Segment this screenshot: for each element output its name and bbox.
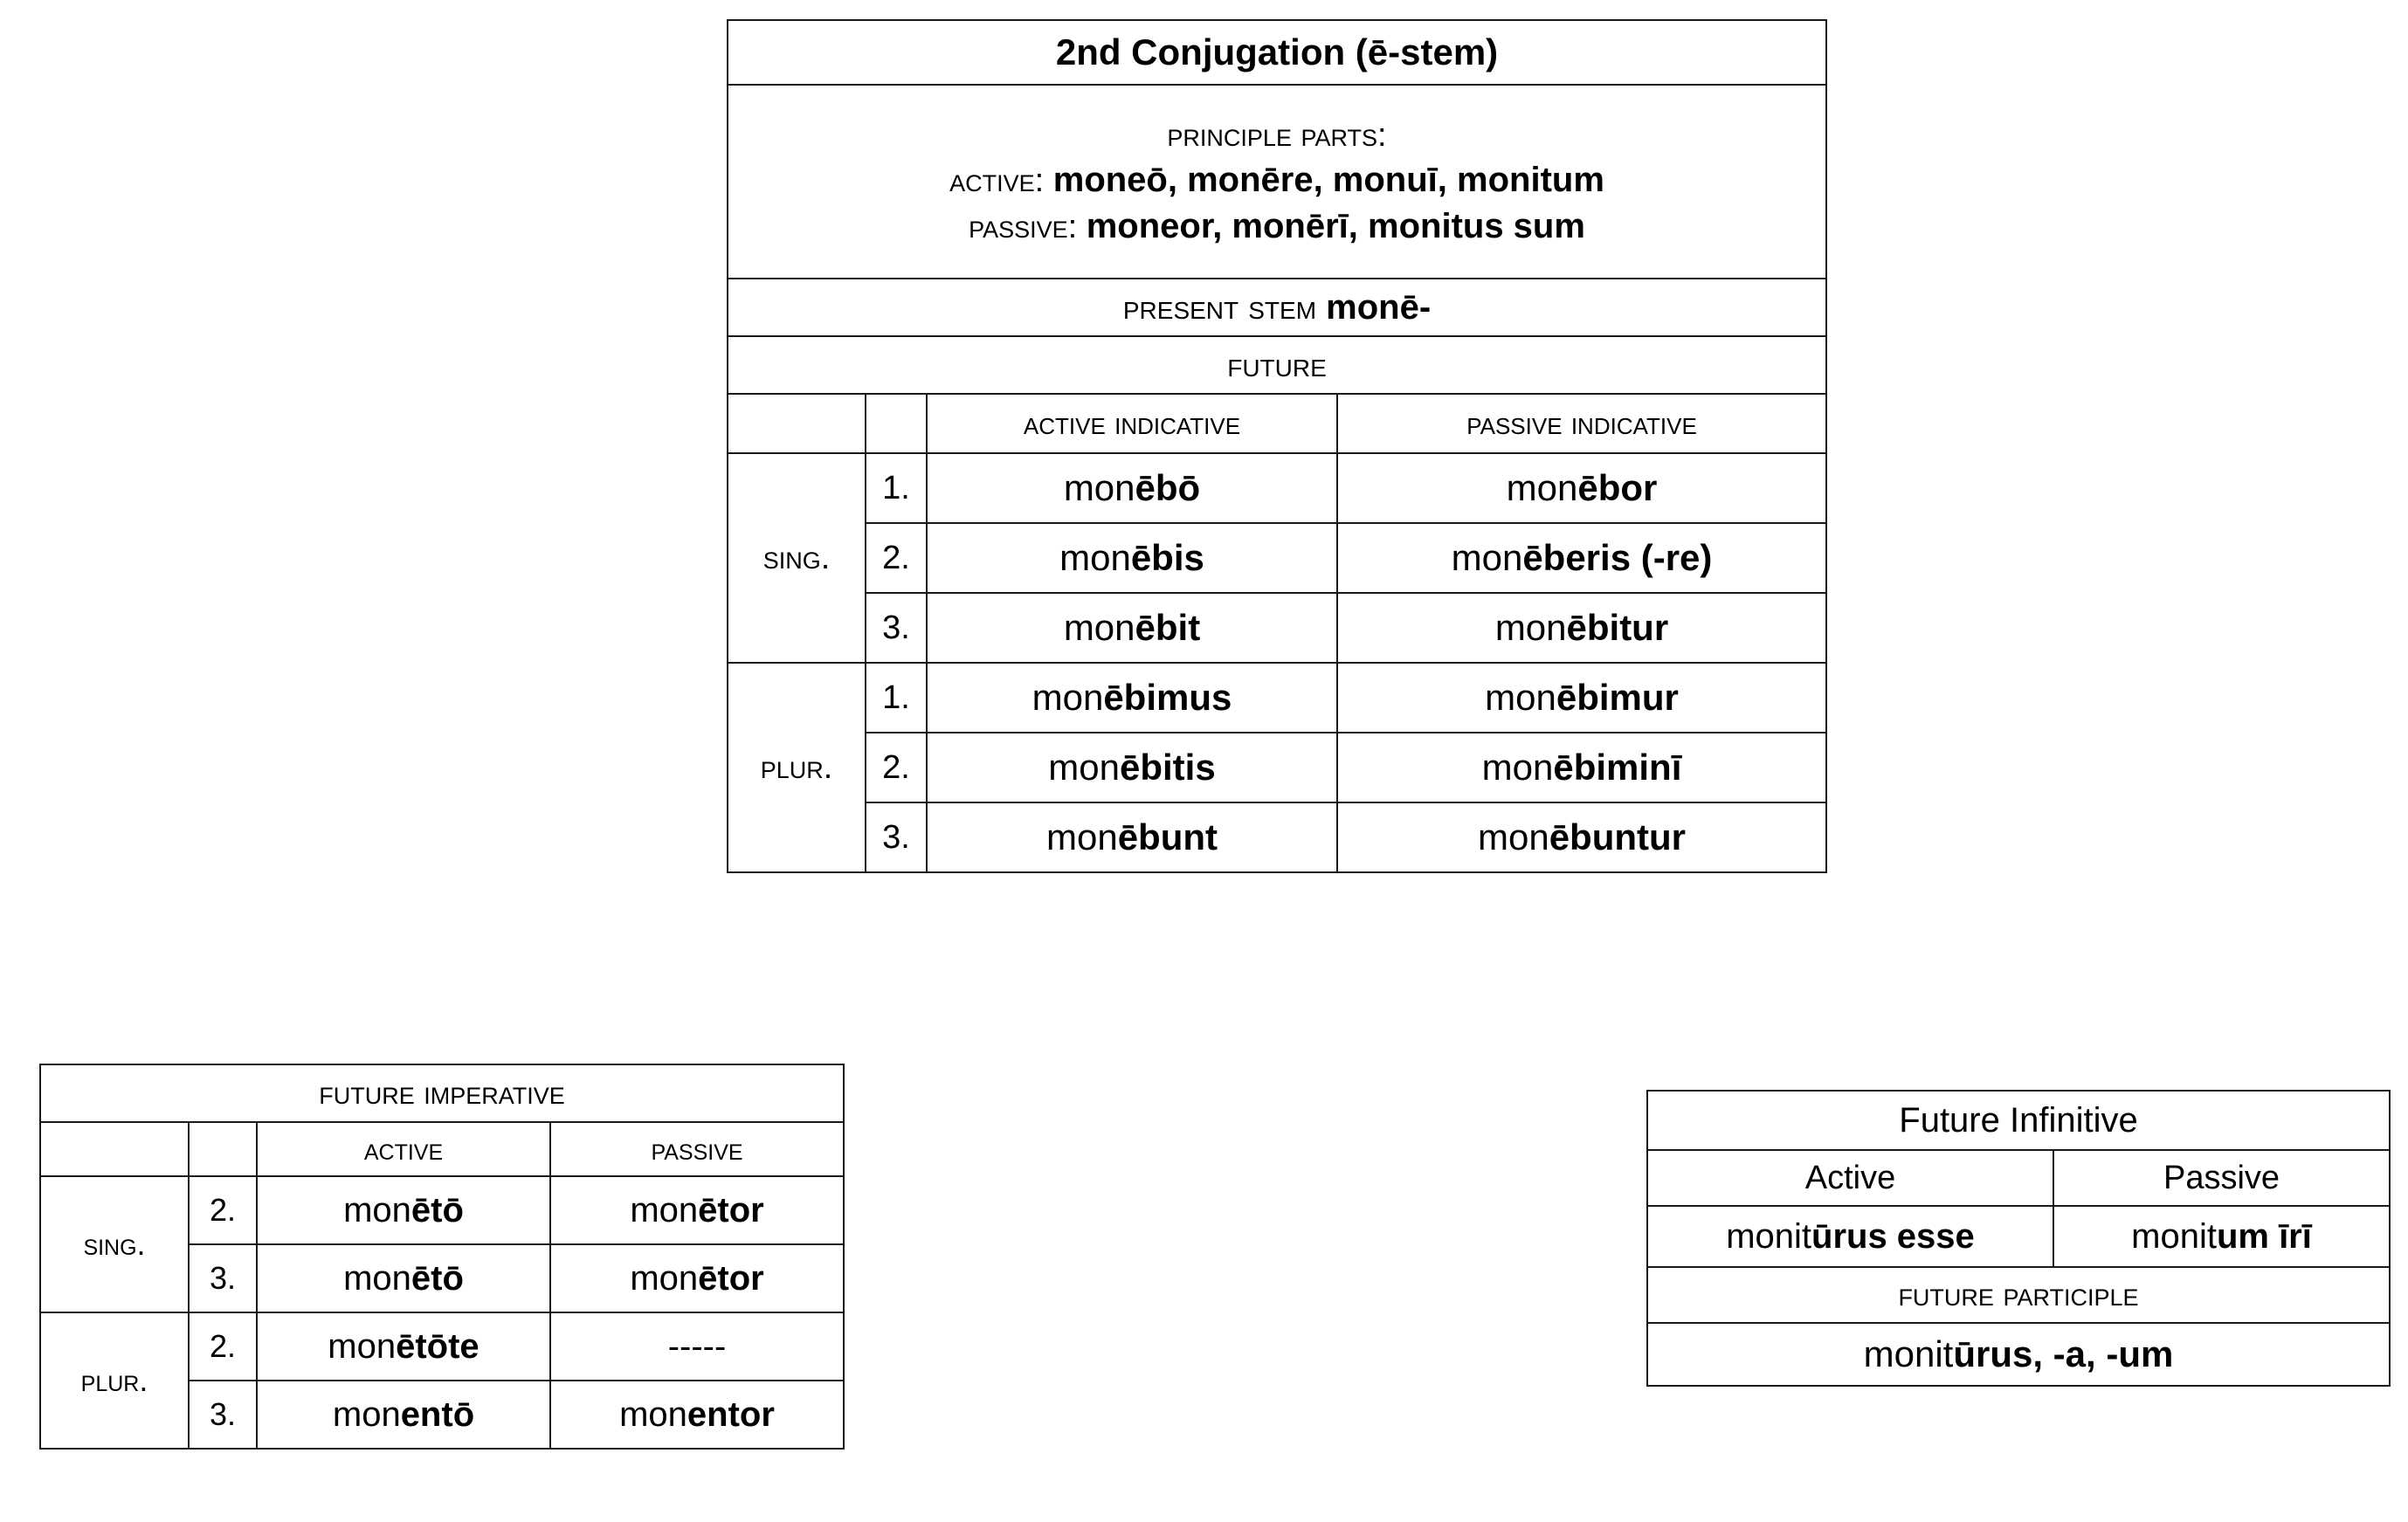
active-label: Active:	[949, 162, 1045, 200]
form-passive-indicative: monēbitur	[1335, 592, 1828, 664]
corner-cell-empty	[727, 393, 866, 454]
person-number: 3.	[188, 1243, 258, 1313]
table-row-tense: Future	[726, 335, 1828, 395]
table-row: 3. monēbunt monēbuntur	[728, 802, 1828, 873]
table-row: 2. monēbis monēberis (-re)	[728, 522, 1828, 594]
page-title: 2nd Conjugation (ē-stem)	[726, 19, 1828, 86]
person-number: 1.	[865, 662, 928, 733]
table-row-column-headers: Active Passive	[39, 1121, 845, 1177]
table-row: 3. monēbit monēbitur	[728, 592, 1828, 664]
table-row: Sing. 1. monēbō monēbor	[727, 452, 1828, 664]
form-active-imperative: monētōte	[256, 1312, 551, 1381]
form-passive-imperative: monentor	[549, 1380, 845, 1450]
participle-heading: Future Participle	[1646, 1266, 2391, 1324]
tense-heading: Future	[726, 335, 1828, 395]
imperative-title: Future Imperative	[38, 1064, 845, 1123]
form-active-indicative: monēbit	[926, 592, 1338, 664]
table-row: 3. monentō monentor	[40, 1380, 845, 1450]
person-number: 2.	[865, 522, 928, 594]
present-stem-label: Present Stem	[1122, 287, 1317, 327]
corner-cell-number	[865, 393, 928, 454]
form-active-indicative: monēbunt	[926, 802, 1338, 873]
table-row: monitūrus esse monitum īrī	[1646, 1205, 2391, 1268]
form-passive-indicative: monēbuntur	[1335, 802, 1828, 873]
form-active-indicative: monēbō	[926, 452, 1338, 524]
form-passive-imperative-none: -----	[549, 1312, 845, 1381]
form-passive-infinitive: monitum īrī	[2053, 1205, 2391, 1268]
column-header-passive: Passive	[549, 1121, 845, 1177]
person-number: 3.	[865, 592, 928, 664]
principle-parts-cell: Principle Parts: Active: moneō, monēre, …	[726, 84, 1828, 279]
table-row-column-headers: Active Passive	[1646, 1149, 2391, 1207]
form-passive-imperative: monētor	[549, 1175, 845, 1245]
principle-parts-heading: Principle Parts:	[1167, 116, 1387, 154]
future-indicative-table: 2nd Conjugation (ē-stem) Principle Parts…	[726, 19, 1828, 873]
column-header-active: Active	[256, 1121, 551, 1177]
table-row-title: Future Infinitive	[1646, 1090, 2391, 1151]
form-future-participle: monitūrus, -a, -um	[1646, 1322, 2391, 1387]
table-row: 2. monēbitis monēbiminī	[728, 732, 1828, 803]
table-row-column-headers: Active Indicative Passive Indicative	[727, 393, 1828, 454]
form-active-indicative: monēbimus	[926, 662, 1338, 733]
person-number: 1.	[865, 452, 928, 524]
corner-cell-empty	[39, 1121, 190, 1177]
form-active-imperative: monentō	[256, 1380, 551, 1450]
column-header-active-indicative: Active Indicative	[926, 393, 1338, 454]
form-passive-indicative: monēbor	[1335, 452, 1828, 524]
column-header-passive: Passive	[2053, 1149, 2391, 1207]
row-label-singular: Sing.	[727, 452, 866, 664]
active-principle-forms: moneō, monēre, monuī, monitum	[1052, 161, 1604, 200]
table-row-title: Future Imperative	[38, 1064, 845, 1123]
table-row: Plur. 2. monētōte -----	[39, 1312, 845, 1450]
form-passive-imperative: monētor	[549, 1243, 845, 1313]
infinitive-title: Future Infinitive	[1646, 1090, 2391, 1151]
future-infinitive-table: Future Infinitive Active Passive monitūr…	[1646, 1090, 2391, 1387]
form-passive-indicative: monēbiminī	[1335, 732, 1828, 803]
table-row-principle-parts: Principle Parts: Active: moneō, monēre, …	[726, 84, 1828, 279]
table-row: 3. monētō monētor	[40, 1243, 845, 1313]
present-stem-cell: Present Stem monē-	[726, 278, 1828, 337]
column-header-passive-indicative: Passive Indicative	[1335, 393, 1828, 454]
table-row: Sing. 2. monētō monētor	[39, 1175, 845, 1313]
form-active-indicative: monēbitis	[926, 732, 1338, 803]
person-number: 2.	[188, 1312, 258, 1381]
row-label-plural: Plur.	[727, 662, 866, 873]
future-imperative-table: Future Imperative Active Passive Sing. 2…	[38, 1064, 845, 1450]
corner-cell-number	[188, 1121, 258, 1177]
present-stem-value: monē-	[1326, 287, 1432, 327]
table-row: Plur. 1. monēbimus monēbimur	[727, 662, 1828, 873]
principle-parts-active: Active: moneō, monēre, monuī, monitum	[737, 157, 1817, 203]
passive-label: Passive:	[969, 208, 1078, 245]
form-active-infinitive: monitūrus esse	[1646, 1205, 2054, 1268]
form-passive-indicative: monēberis (-re)	[1335, 522, 1828, 594]
person-number: 2.	[865, 732, 928, 803]
person-number: 2.	[188, 1175, 258, 1245]
form-active-imperative: monētō	[256, 1175, 551, 1245]
principle-parts-passive: Passive: moneor, monērī, monitus sum	[737, 203, 1817, 249]
person-number: 3.	[865, 802, 928, 873]
table-row-participle-heading: Future Participle	[1646, 1266, 2391, 1324]
person-number: 3.	[188, 1380, 258, 1450]
form-passive-indicative: monēbimur	[1335, 662, 1828, 733]
column-header-active: Active	[1646, 1149, 2054, 1207]
form-active-imperative: monētō	[256, 1243, 551, 1313]
form-active-indicative: monēbis	[926, 522, 1338, 594]
passive-principle-forms: moneor, monērī, monitus sum	[1086, 206, 1585, 245]
row-label-plural: Plur.	[39, 1312, 190, 1450]
table-row-participle: monitūrus, -a, -um	[1646, 1322, 2391, 1387]
table-row-title: 2nd Conjugation (ē-stem)	[726, 19, 1828, 86]
row-label-singular: Sing.	[39, 1175, 190, 1313]
table-row-present-stem: Present Stem monē-	[726, 278, 1828, 337]
